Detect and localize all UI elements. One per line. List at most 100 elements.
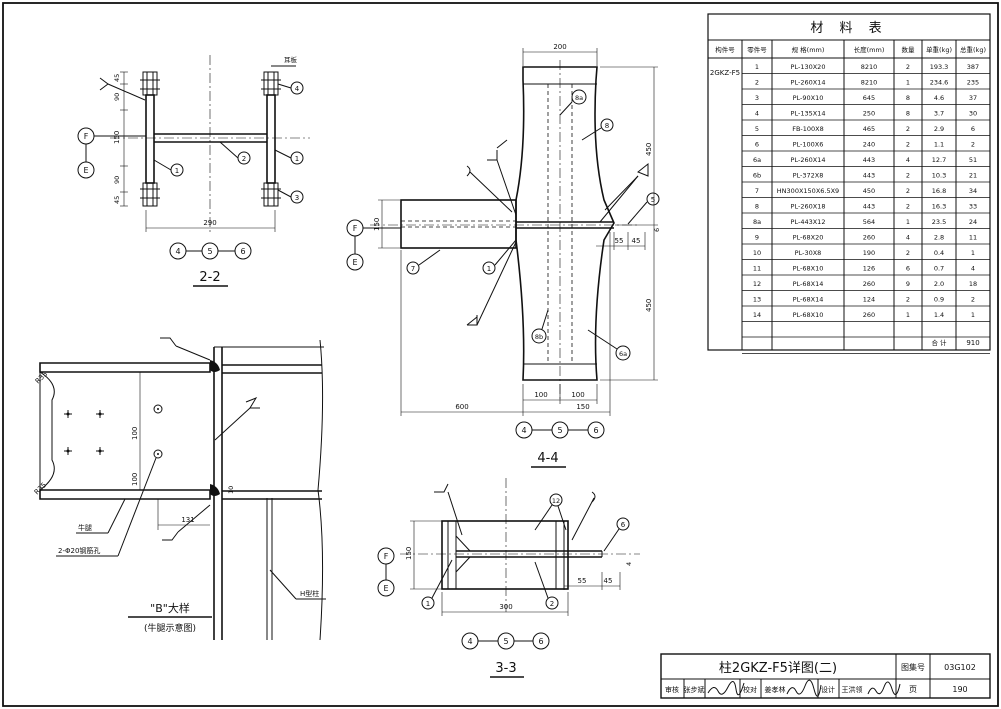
- material-table-title: 材 料 表: [810, 21, 887, 36]
- dim-2-2-90-top: 90: [113, 93, 121, 101]
- table-cell: 1: [971, 311, 975, 319]
- table-cell: 2: [906, 125, 910, 133]
- role-design: 设计: [821, 685, 835, 694]
- table-cell: 23.5: [932, 218, 946, 226]
- table-cell: 16.8: [932, 187, 946, 195]
- table-cell: PL-68X10: [793, 265, 824, 273]
- bolt-hole-icon: [64, 410, 72, 418]
- table-cell: 11: [753, 265, 761, 273]
- table-cell: 8: [906, 110, 910, 118]
- part-1-right-2-2: 1: [295, 155, 299, 163]
- table-cell: 4: [906, 156, 910, 164]
- bolt-hole-icon: [64, 447, 72, 455]
- axis-5-2-2: 5: [207, 247, 212, 256]
- table-cell: 21: [969, 172, 977, 180]
- table-cell: FB-100X8: [792, 125, 824, 133]
- table-cell: 0.4: [934, 249, 944, 257]
- dim-4-4-100-b: 100: [571, 391, 584, 399]
- table-cell: 24: [969, 218, 977, 226]
- table-cell: 2: [755, 79, 759, 87]
- part-12-3-3: 12: [552, 497, 560, 505]
- dim-2-2-90-bot: 90: [113, 176, 121, 184]
- dim-3-3-4: 4: [625, 562, 633, 566]
- table-cell: 10: [753, 249, 761, 257]
- table-cell: 4.6: [934, 94, 944, 102]
- table-cell: 124: [863, 296, 875, 304]
- table-cell: 1: [755, 63, 759, 71]
- detail-b: R35 R35 100 100 131 10 牛腿 2-Φ20钢筋孔 H型柱 "…: [33, 337, 326, 641]
- part-1-3-3: 1: [426, 600, 430, 608]
- axis-5-4-4: 5: [557, 426, 562, 435]
- table-cell: 450: [863, 187, 875, 195]
- table-cell: 12.7: [932, 156, 946, 164]
- table-cell: 14: [753, 311, 761, 319]
- table-cell: 11: [969, 234, 977, 242]
- table-cell: PL-68X14: [793, 296, 824, 304]
- table-cell: 465: [863, 125, 875, 133]
- table-header-cell: 规 格(mm): [792, 45, 825, 54]
- dim-2-2-290: 290: [203, 219, 216, 227]
- detail-b-label: "B"大样: [150, 601, 190, 615]
- dim-4-4-200: 200: [553, 43, 566, 51]
- dim-4-4-45: 45: [632, 237, 641, 245]
- table-cell: 2.9: [934, 125, 944, 133]
- table-cell: 2: [906, 187, 910, 195]
- table-cell: 6: [906, 265, 910, 273]
- table-cell: 250: [863, 110, 875, 118]
- table-cell: 443: [863, 203, 875, 211]
- dim-4-4-450-top: 450: [645, 143, 653, 156]
- axis-6-3-3: 6: [538, 637, 543, 646]
- part-6-3-3: 6: [621, 521, 626, 529]
- role-check: 校对: [743, 685, 757, 694]
- dim-3-3-150: 150: [405, 547, 413, 560]
- table-cell: 2: [971, 296, 975, 304]
- dim-3-3-45: 45: [604, 577, 613, 585]
- name-review: 张步斌: [684, 685, 705, 694]
- table-cell: 16.3: [932, 203, 946, 211]
- part-6a-4-4: 6a: [619, 350, 627, 358]
- table-header-cell: 零件号: [747, 45, 767, 54]
- table-cell: 260: [863, 234, 875, 242]
- grid-f-2-2: F: [84, 132, 89, 141]
- dim-3-3-55: 55: [578, 577, 587, 585]
- table-cell: 126: [863, 265, 875, 273]
- table-cell: 8: [755, 203, 759, 211]
- table-cell: HN300X150X6.5X9: [777, 187, 839, 195]
- table-cell: PL-260X18: [791, 203, 826, 211]
- dim-b-131: 131: [181, 516, 194, 524]
- section-3-3-label: 3-3: [495, 661, 516, 676]
- name-check: 姜孝林: [765, 685, 786, 694]
- part-2-2-2: 2: [242, 155, 246, 163]
- bolt-hole-icon: [96, 410, 104, 418]
- table-cell: 387: [967, 63, 979, 71]
- dim-2-2-45-top: 45: [113, 74, 121, 82]
- table-cell: PL-260X14: [791, 156, 826, 164]
- part-2-3-3: 2: [550, 600, 554, 608]
- table-cell: 13: [753, 296, 761, 304]
- holes-note: 2-Φ20钢筋孔: [58, 546, 100, 555]
- table-cell: PL-443X12: [791, 218, 826, 226]
- table-cell: 260: [863, 280, 875, 288]
- table-cell: PL-90X10: [793, 94, 824, 102]
- table-cell: 443: [863, 172, 875, 180]
- table-cell: 645: [863, 94, 875, 102]
- table-cell: 2: [906, 249, 910, 257]
- table-cell: 2: [906, 141, 910, 149]
- part-8b-4-4: 8b: [535, 333, 543, 341]
- dim-4-4-600: 600: [455, 403, 468, 411]
- section-4-4: 200 450 450 150 55 45 6 600 100 100 150 …: [346, 43, 661, 468]
- table-cell: 51: [969, 156, 977, 164]
- table-header-cell: 单重(kg): [926, 45, 952, 54]
- table-cell: 5: [755, 125, 759, 133]
- table-cell: PL-68X10: [793, 311, 824, 319]
- table-cell: 0.7: [934, 265, 944, 273]
